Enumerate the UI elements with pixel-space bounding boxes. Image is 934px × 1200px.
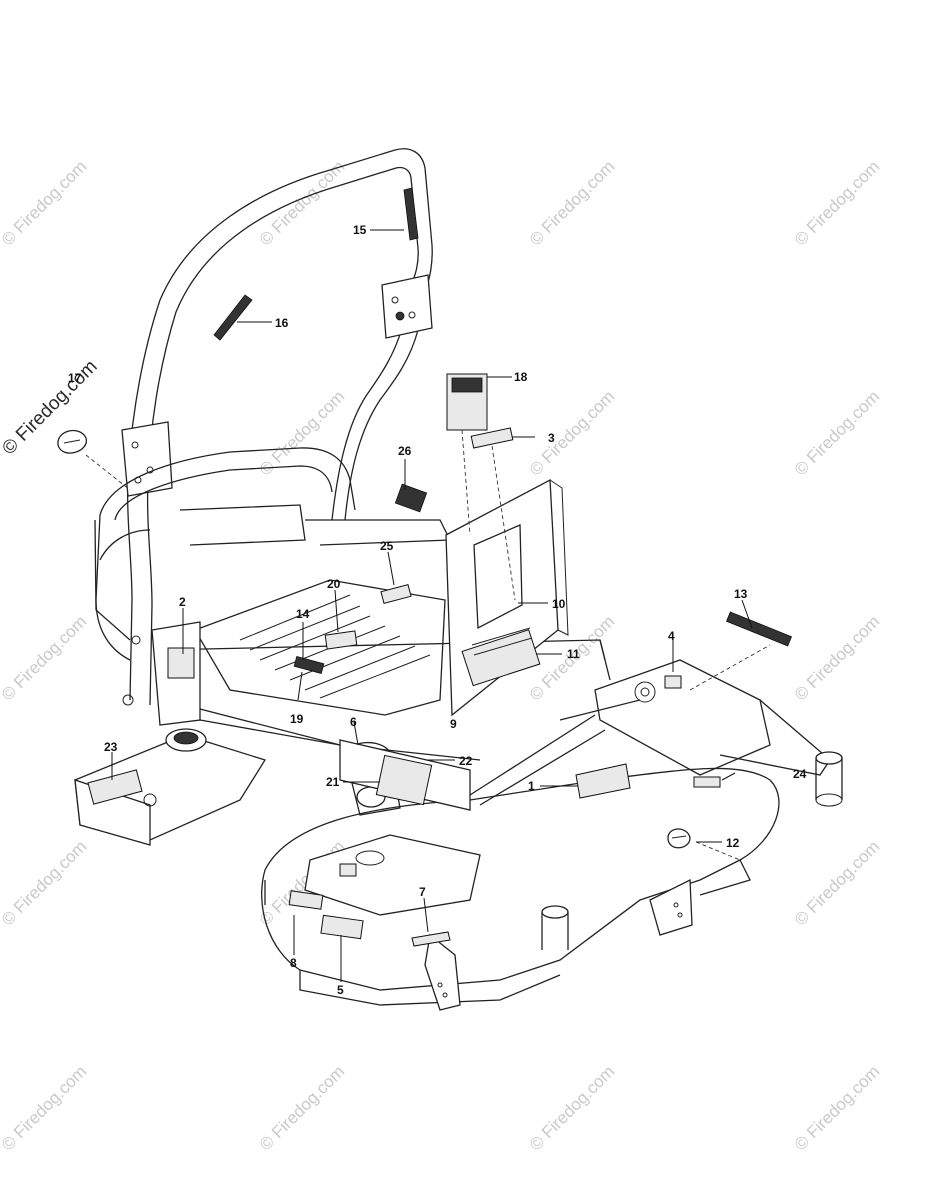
- callout-25: 25: [380, 539, 394, 553]
- callout-24: 24: [793, 767, 807, 781]
- callout-7: 7: [419, 885, 426, 899]
- callout-23: 23: [104, 740, 118, 754]
- callout-6: 6: [350, 715, 357, 729]
- callout-12: 12: [726, 836, 740, 850]
- callout-16: 16: [275, 316, 289, 330]
- callout-19: 19: [290, 712, 304, 726]
- roll-bar: [121, 148, 433, 706]
- callout-2: 2: [179, 595, 186, 609]
- callout-18: 18: [514, 370, 528, 384]
- callout-26: 26: [398, 444, 412, 458]
- seat-frame: [95, 447, 611, 761]
- callout-9: 9: [450, 717, 457, 731]
- callout-15: 15: [353, 223, 367, 237]
- callout-1: 1: [528, 779, 535, 793]
- console-panel: [445, 478, 569, 717]
- callout-3: 3: [548, 431, 555, 445]
- callout-11: 11: [567, 647, 580, 661]
- frame-decals: [57, 294, 792, 674]
- callout-13: 13: [734, 587, 748, 601]
- callout-17: 17: [68, 371, 82, 385]
- callout-4: 4: [668, 629, 675, 643]
- front-axle: [469, 659, 843, 807]
- callout-10: 10: [552, 597, 566, 611]
- callout-22: 22: [459, 754, 473, 768]
- leader-lines: [85, 229, 771, 982]
- callout-20: 20: [327, 577, 341, 591]
- callout-21: 21: [326, 775, 340, 789]
- rear-frame: [94, 519, 341, 746]
- callout-14: 14: [296, 607, 310, 621]
- callout-8: 8: [290, 956, 297, 970]
- mower-deck: [261, 739, 780, 1011]
- callout-5: 5: [337, 983, 344, 997]
